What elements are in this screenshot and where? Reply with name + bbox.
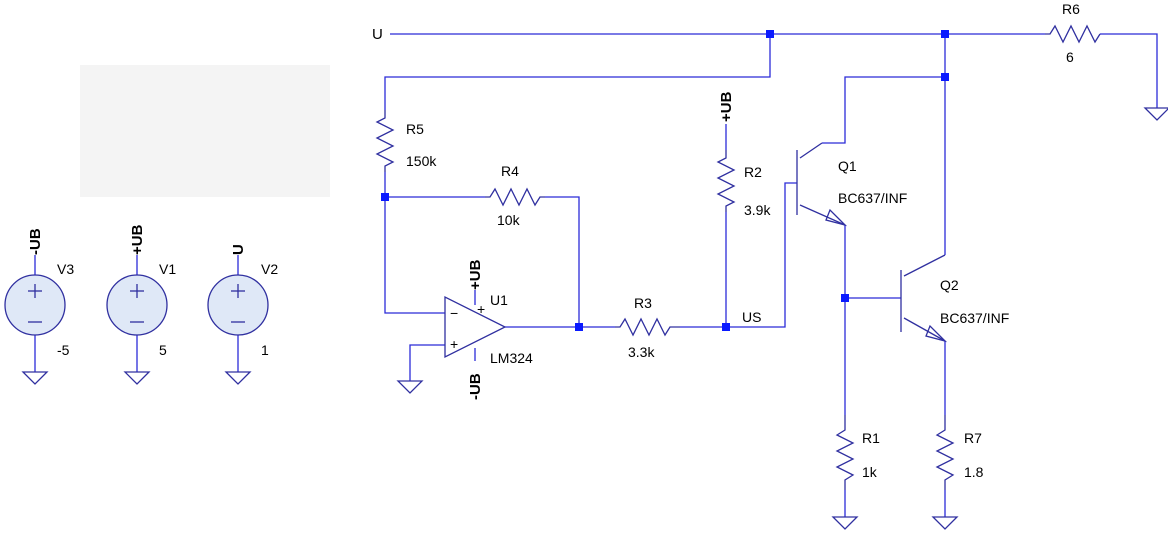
wires (34, 33, 1158, 517)
resistor-r1[interactable] (835, 415, 855, 490)
v3-name-label: V3 (57, 261, 74, 277)
resistor-r5[interactable] (375, 110, 395, 172)
junctions (381, 30, 949, 331)
net-label-v1-top[interactable]: +UB (129, 224, 146, 255)
q1-model-label: BC637/INF (838, 190, 907, 206)
junction-dot[interactable] (941, 30, 949, 38)
transistor-q1[interactable] (796, 142, 848, 227)
r6-value-label: 6 (1066, 49, 1074, 65)
ground-symbol[interactable] (1143, 107, 1168, 121)
net-label-u-input[interactable]: U (372, 26, 383, 43)
opamp-plus-sign: + (450, 336, 458, 352)
ground-symbol[interactable] (224, 371, 252, 385)
junction-dot[interactable] (766, 30, 774, 38)
r3-name-label: R3 (634, 295, 652, 311)
u1-name-label: U1 (490, 292, 508, 308)
ground-symbol[interactable] (123, 371, 151, 385)
net-label-v3-top[interactable]: -UB (27, 228, 44, 255)
v1-value-label: 5 (159, 342, 167, 358)
r5-value-label: 150k (406, 153, 437, 169)
v2-name-label: V2 (261, 261, 278, 277)
ground-symbol[interactable] (21, 371, 49, 385)
v1-name-label: V1 (159, 261, 176, 277)
resistor-r7[interactable] (935, 415, 955, 490)
q2-model-label: BC637/INF (940, 310, 1009, 326)
net-label-u1-neg-supply[interactable]: -UB (467, 373, 484, 400)
net-label-r2-supply[interactable]: +UB (718, 91, 735, 122)
net-label-v2-top[interactable]: U (230, 244, 247, 255)
r1-value-label: 1k (862, 464, 878, 480)
net-label-us[interactable]: US (742, 309, 761, 325)
resistor-r4[interactable] (485, 187, 545, 207)
voltage-source-v1[interactable] (106, 274, 168, 336)
r2-name-label: R2 (744, 164, 762, 180)
r6-name-label: R6 (1062, 1, 1080, 17)
r2-value-label: 3.9k (744, 202, 771, 218)
r5-name-label: R5 (406, 121, 424, 137)
wire-noninv-input[interactable] (409, 344, 445, 381)
v3-value-label: -5 (57, 342, 70, 358)
r7-name-label: R7 (964, 430, 982, 446)
resistor-r6[interactable] (1045, 24, 1101, 44)
r4-value-label: 10k (497, 212, 521, 228)
wire-inv-input[interactable] (384, 197, 445, 314)
wire-r3-to-us[interactable] (680, 182, 797, 328)
r4-name-label: R4 (501, 163, 519, 179)
junction-dot[interactable] (575, 323, 583, 331)
q1-name-label: Q1 (838, 158, 857, 174)
voltage-source-v2[interactable] (207, 274, 269, 336)
r3-value-label: 3.3k (628, 344, 655, 360)
opamp-u1[interactable]: − + + (444, 295, 507, 359)
net-label-u1-pos-supply[interactable]: +UB (467, 259, 484, 290)
u1-model-label: LM324 (490, 350, 533, 366)
wire-r6-to-gnd[interactable] (1100, 33, 1158, 108)
junction-dot[interactable] (941, 73, 949, 81)
wire-q1-collector[interactable] (822, 76, 945, 144)
resistor-r3[interactable] (615, 317, 680, 337)
ground-symbol[interactable] (931, 516, 959, 530)
wire-u-to-r5[interactable] (384, 34, 771, 110)
q2-name-label: Q2 (940, 277, 959, 293)
ground-symbol[interactable] (831, 516, 859, 530)
opamp-plus-sign-supply: + (477, 301, 485, 317)
voltage-source-v3[interactable] (4, 274, 66, 336)
wire-r4-right[interactable] (545, 196, 580, 327)
r7-value-label: 1.8 (964, 464, 984, 480)
resistor-r2[interactable] (716, 150, 736, 212)
transistor-q2[interactable] (900, 254, 948, 343)
junction-dot[interactable] (722, 323, 730, 331)
selection-highlight (80, 65, 330, 197)
r1-name-label: R1 (862, 430, 880, 446)
junction-dot[interactable] (381, 193, 389, 201)
v2-value-label: 1 (261, 342, 269, 358)
junction-dot[interactable] (841, 294, 849, 302)
opamp-minus-sign: − (450, 305, 458, 321)
ground-symbol[interactable] (396, 380, 424, 394)
